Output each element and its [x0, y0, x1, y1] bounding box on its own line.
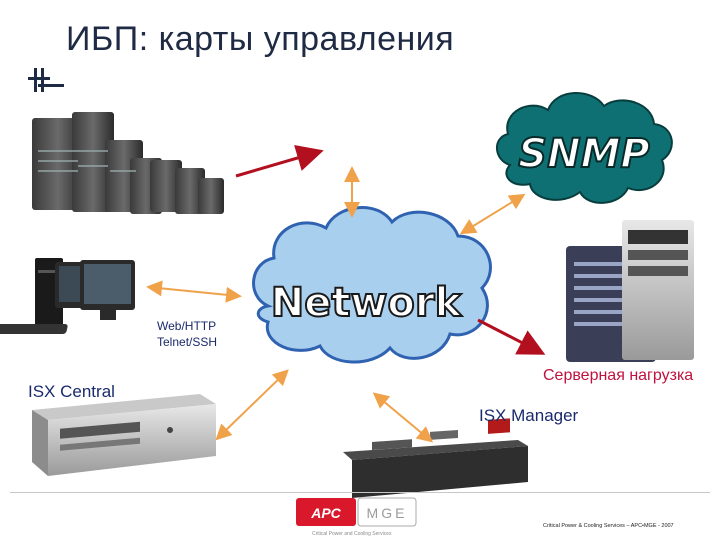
snmp-label: SNMP: [518, 131, 649, 177]
isx-manager-appliance-image: [343, 418, 528, 498]
apc-mge-logo: APC MGE: [296, 497, 417, 527]
protocol-telnet: Telnet/SSH: [157, 335, 218, 349]
network-cloud: [252, 206, 492, 364]
footer-tagline: Critical Power and Cooling Services: [312, 531, 392, 537]
snmp-cloud: [496, 92, 673, 204]
ups-units-image: [32, 112, 224, 214]
workstation-image: [0, 258, 135, 334]
central-network-arrow: [215, 369, 289, 441]
isx-central-server-image: [32, 394, 216, 476]
workstation-network-arrow: [146, 280, 242, 303]
network-snmp-arrow: [459, 193, 526, 235]
isx-manager-label: ISX Manager: [479, 406, 579, 425]
ups-to-network-arrow: [235, 144, 324, 178]
protocols-label: Web/HTTP Telnet/SSH: [157, 318, 217, 350]
network-to-servers-arrow: [477, 318, 546, 355]
manager-network-arrow: [372, 392, 434, 443]
corner-logo-icon: [28, 68, 64, 92]
isx-central-label: ISX Central: [28, 382, 115, 401]
server-load-label: Серверная нагрузка: [543, 367, 694, 384]
svg-text:APC: APC: [310, 505, 341, 521]
slide-title: ИБП: карты управления: [66, 20, 455, 58]
svg-text:MGE: MGE: [367, 505, 408, 521]
footer-credit: Critical Power & Cooling Services – APC•…: [543, 523, 674, 529]
server-cluster-image: [566, 220, 694, 362]
network-label: Network: [271, 280, 463, 326]
footer-divider: [10, 492, 710, 493]
protocol-web: Web/HTTP: [157, 319, 217, 333]
